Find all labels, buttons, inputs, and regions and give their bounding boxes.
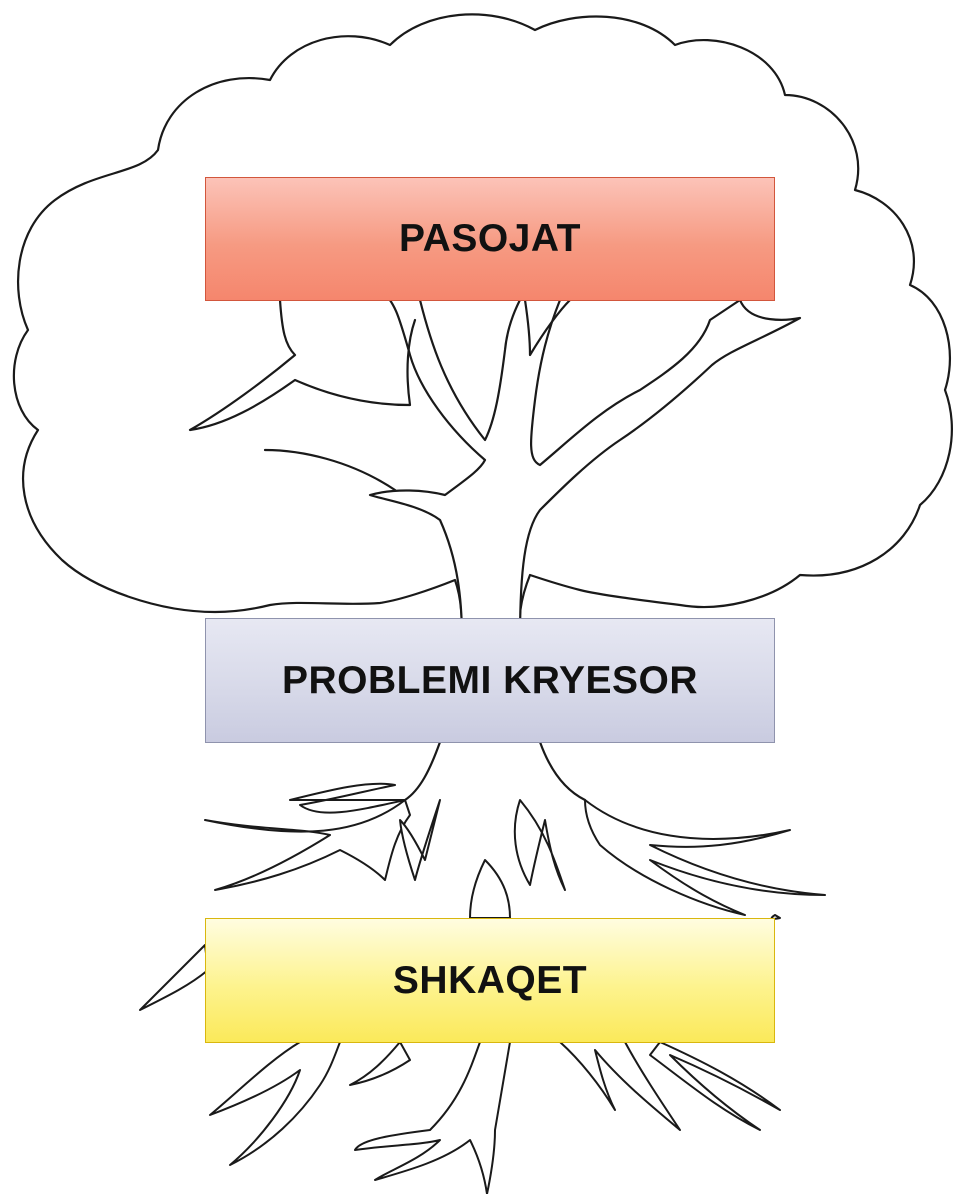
effects-box: PASOJAT — [205, 177, 775, 301]
tree-branch-middle — [523, 298, 572, 357]
tree-trunk — [368, 288, 802, 642]
tree-roots — [139, 782, 826, 1194]
causes-box: SHKAQET — [205, 918, 775, 1043]
main-problem-box: PROBLEMI KRYESOR — [205, 618, 775, 743]
causes-label: SHKAQET — [392, 958, 588, 1002]
effects-label: PASOJAT — [399, 217, 581, 260]
main-problem-label: PROBLEMI KRYESOR — [281, 658, 699, 702]
tree-branch-left — [188, 298, 417, 492]
tree-root-trunk — [403, 740, 587, 802]
tree-crown — [12, 13, 953, 642]
